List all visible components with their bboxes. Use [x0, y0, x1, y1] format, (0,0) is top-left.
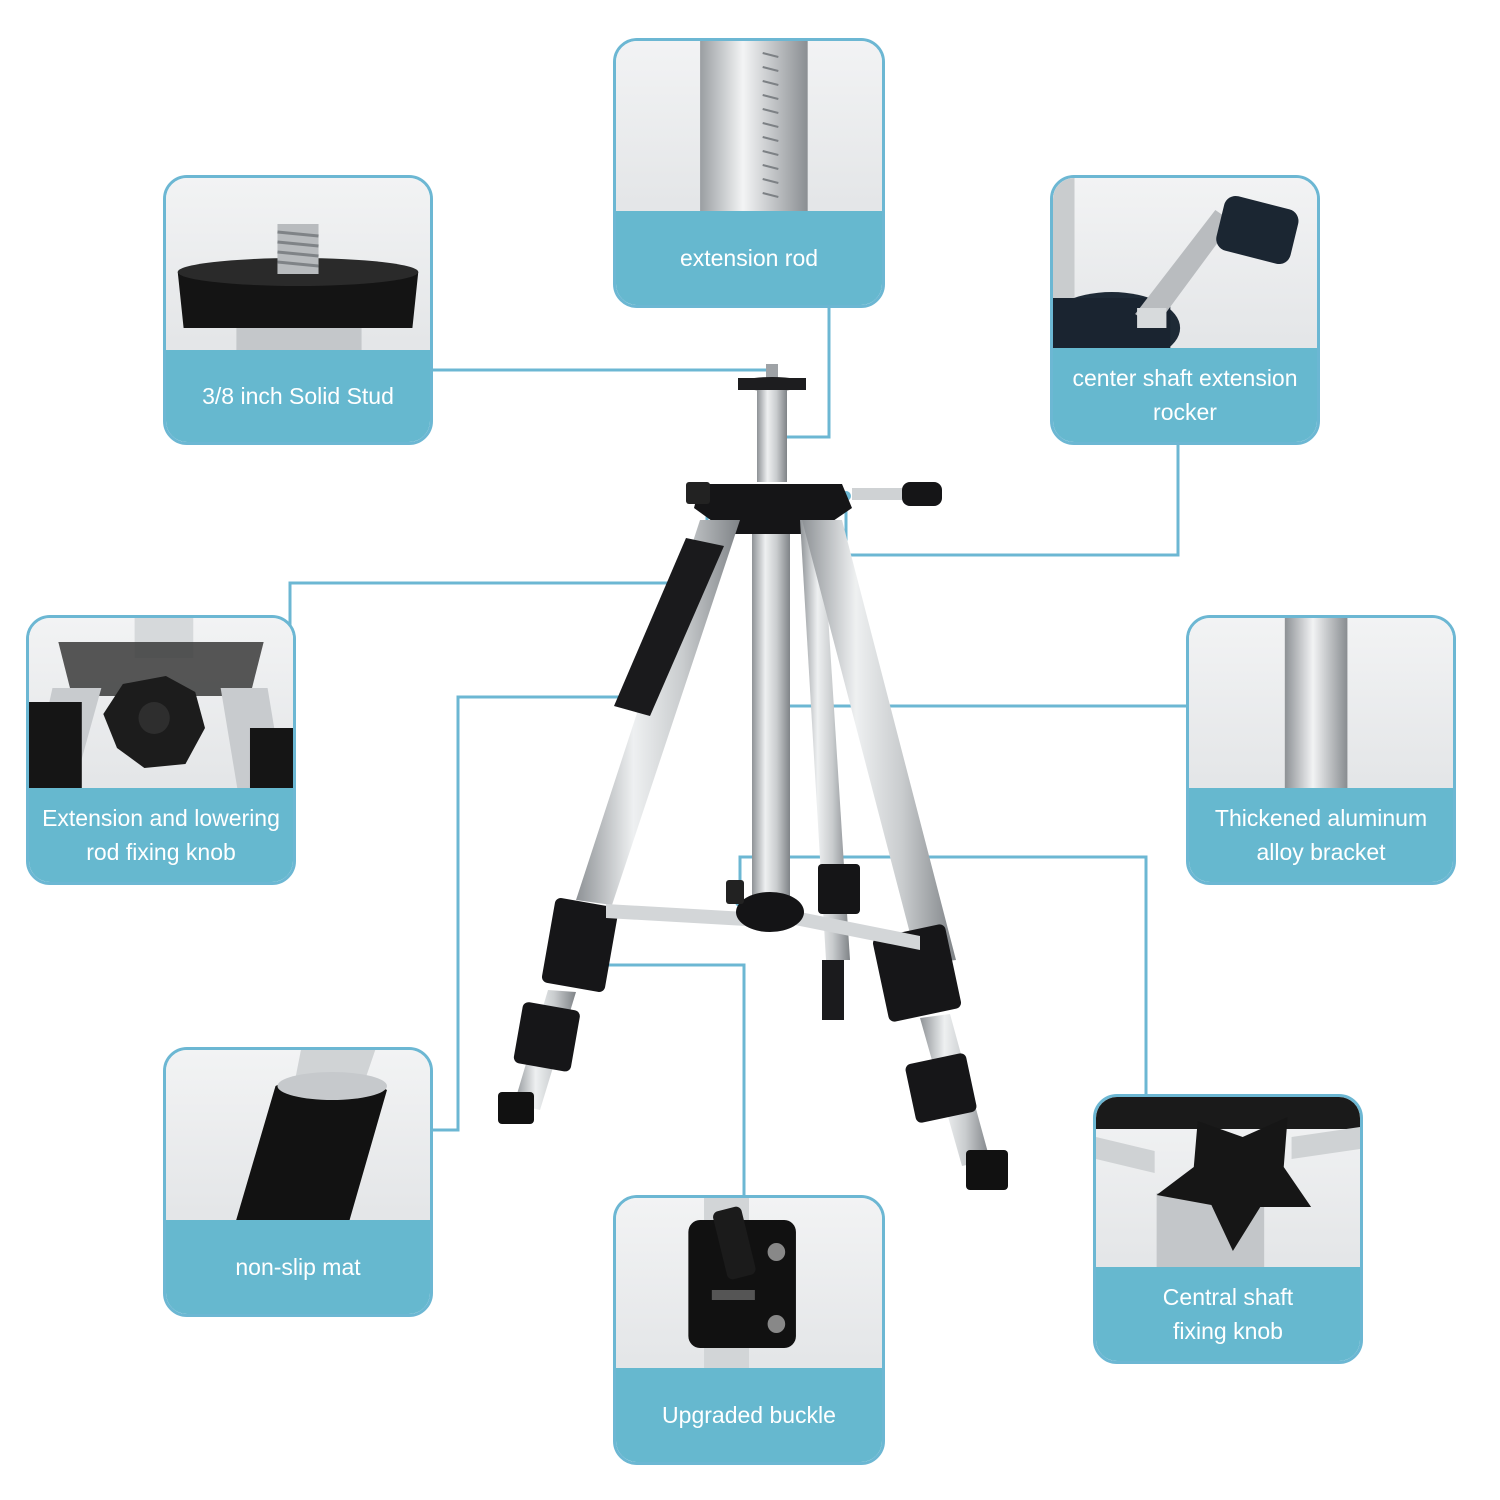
caption-rocker: center shaft extension rocker — [1053, 348, 1317, 442]
label-rocker-line1: center shaft extension — [1072, 365, 1298, 391]
caption-central-knob: Central shaft fixing knob — [1096, 1267, 1360, 1361]
label-rocker-line2: rocker — [1153, 399, 1217, 425]
label-aluminum-bracket-line2: alloy bracket — [1256, 839, 1386, 865]
callout-aluminum-bracket: Thickened aluminum alloy bracket — [1186, 615, 1456, 885]
label-solid-stud: 3/8 inch Solid Stud — [202, 383, 394, 409]
aluminum-tube-photo — [1189, 618, 1453, 794]
caption-solid-stud: 3/8 inch Solid Stud — [166, 350, 430, 442]
caption-lowering-knob: Extension and lowering rod fixing knob — [29, 788, 293, 882]
label-central-knob-line2: fixing knob — [1173, 1318, 1283, 1344]
callout-lowering-knob: Extension and lowering rod fixing knob — [26, 615, 296, 885]
foam-grip-photo — [166, 1050, 430, 1226]
callout-rocker: center shaft extension rocker — [1050, 175, 1320, 445]
callout-non-slip-mat: non-slip mat — [163, 1047, 433, 1317]
label-extension-rod: extension rod — [679, 245, 819, 271]
callout-central-knob: Central shaft fixing knob — [1093, 1094, 1363, 1364]
leg-buckle-photo — [616, 1198, 882, 1374]
rocker-photo — [1053, 178, 1317, 354]
label-central-knob-line1: Central shaft — [1162, 1284, 1294, 1310]
callout-upgraded-buckle: Upgraded buckle — [613, 1195, 885, 1465]
label-lowering-knob-line2: rod fixing knob — [86, 839, 236, 865]
caption-extension-rod: extension rod — [616, 211, 882, 305]
caption-upgraded-buckle: Upgraded buckle — [616, 1368, 882, 1462]
label-aluminum-bracket-line1: Thickened aluminum — [1214, 805, 1428, 831]
lowering-knob-photo — [29, 618, 293, 794]
callout-solid-stud: 3/8 inch Solid Stud — [163, 175, 433, 445]
caption-non-slip-mat: non-slip mat — [166, 1220, 430, 1314]
label-lowering-knob-line1: Extension and lowering — [42, 805, 280, 831]
caption-aluminum-bracket: Thickened aluminum alloy bracket — [1189, 788, 1453, 882]
label-upgraded-buckle: Upgraded buckle — [662, 1402, 836, 1428]
label-non-slip-mat: non-slip mat — [235, 1254, 361, 1280]
stud-photo — [166, 178, 430, 356]
central-knob-photo — [1096, 1097, 1360, 1273]
callout-extension-rod: extension rod — [613, 38, 885, 308]
extension-rod-photo — [616, 41, 882, 217]
